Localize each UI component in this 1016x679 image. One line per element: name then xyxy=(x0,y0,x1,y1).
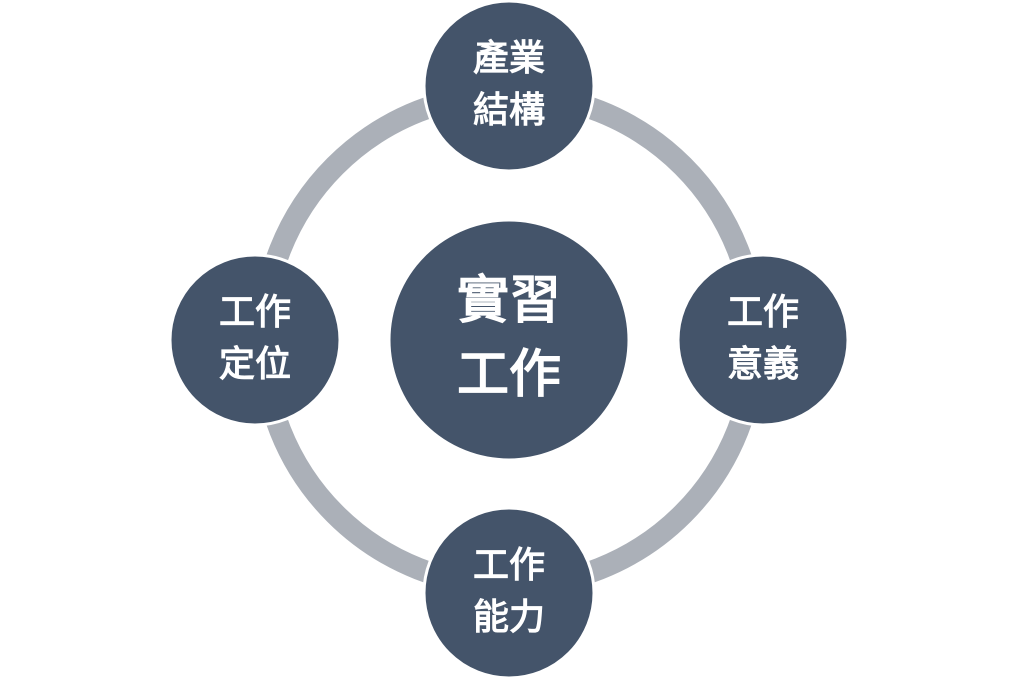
bottom-node-line-1: 工作 xyxy=(473,545,545,586)
bottom-node-line-2: 能力 xyxy=(473,597,545,638)
top-node-line-1: 產業 xyxy=(473,38,545,79)
top-node-line-2: 結構 xyxy=(473,90,545,131)
left-node-circle xyxy=(168,253,342,427)
center-node-line-2: 工作 xyxy=(457,345,561,405)
left-node: 工作 定位 xyxy=(168,253,342,427)
right-node-line-1: 工作 xyxy=(727,292,799,333)
center-node-circle xyxy=(387,218,631,462)
center-node-line-1: 實習 xyxy=(457,271,561,331)
right-node-circle xyxy=(676,253,850,427)
left-node-line-1: 工作 xyxy=(219,292,291,333)
top-node-circle xyxy=(422,0,596,173)
right-node: 工作 意義 xyxy=(676,253,850,427)
bottom-node-circle xyxy=(422,506,596,679)
left-node-line-2: 定位 xyxy=(219,344,291,385)
center-node: 實習 工作 xyxy=(387,218,631,462)
right-node-line-2: 意義 xyxy=(727,344,799,385)
top-node: 產業 結構 xyxy=(422,0,596,173)
bottom-node: 工作 能力 xyxy=(422,506,596,679)
